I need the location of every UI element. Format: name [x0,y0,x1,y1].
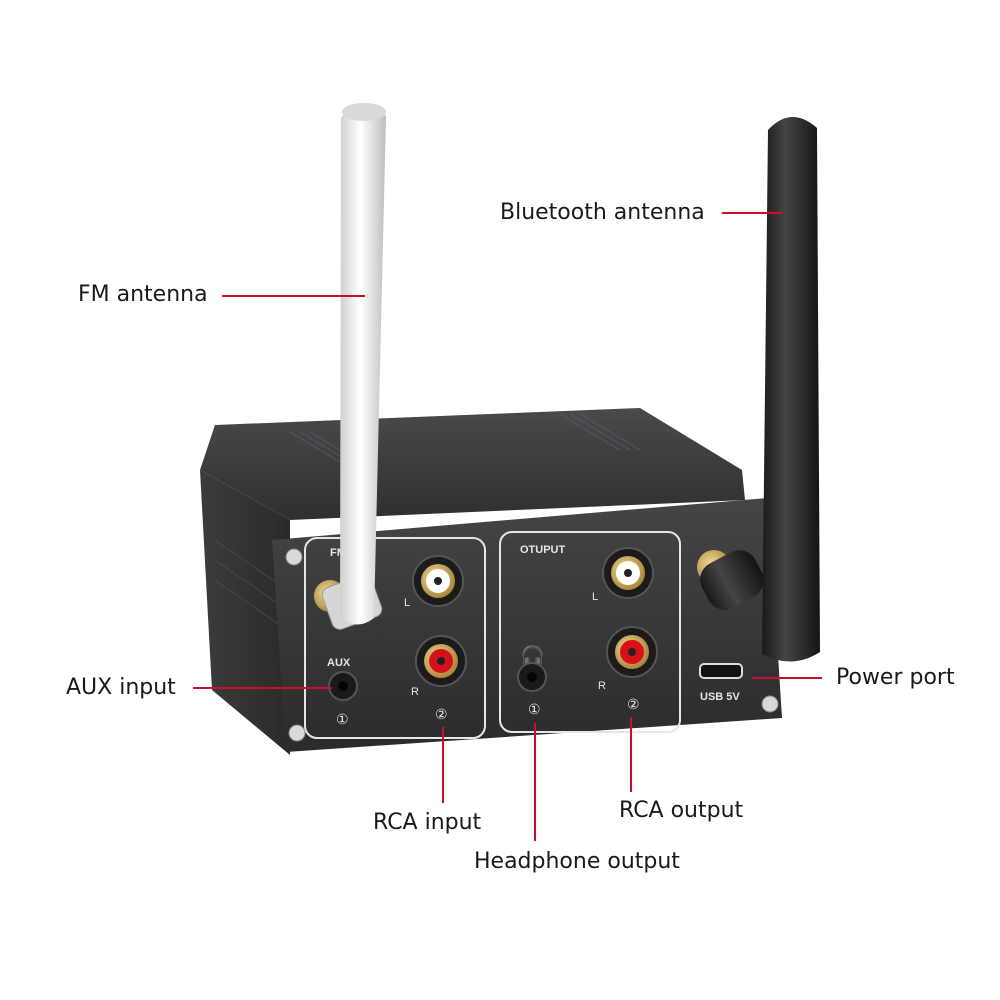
rca-input-callout: RCA input [373,810,482,835]
rca-output-marker: ② [627,696,640,712]
case-front [272,498,782,752]
headphone-output-callout: Headphone output [474,849,680,874]
rca-input-left [412,555,464,607]
usb-label: USB 5V [700,691,740,703]
fm-antenna [321,103,386,630]
power-port-callout: Power port [836,665,955,690]
rca-output-left [602,547,654,599]
output-panel: OTUPUT 🎧 ① L R ② [499,531,681,733]
fm-antenna-callout: FM antenna [78,282,208,307]
rca-input-right [415,635,467,687]
bluetooth-antenna-callout: Bluetooth antenna [500,200,705,225]
rca-out-right-label: R [598,680,606,692]
leader-lines [193,212,822,841]
output-panel-label: OTUPUT [520,544,566,556]
input-panel: FM AUX ① L R ② [304,537,486,739]
headphone-marker: ① [528,701,541,717]
rca-output-callout: RCA output [619,798,744,823]
usb-port [699,663,743,679]
aux-marker: ① [336,711,349,727]
aux-port-label: AUX [327,657,351,669]
rca-out-left-label: L [592,591,598,603]
rca-in-right-label: R [411,686,419,698]
rca-output-right [606,626,658,678]
aux-input-callout: AUX input [66,675,176,700]
case-side [200,470,290,755]
rca-in-left-label: L [404,597,410,609]
case-body [200,408,782,755]
case-top [200,408,745,520]
bluetooth-antenna [700,116,820,662]
corner-screws [285,548,779,742]
rca-input-marker: ② [435,706,448,722]
